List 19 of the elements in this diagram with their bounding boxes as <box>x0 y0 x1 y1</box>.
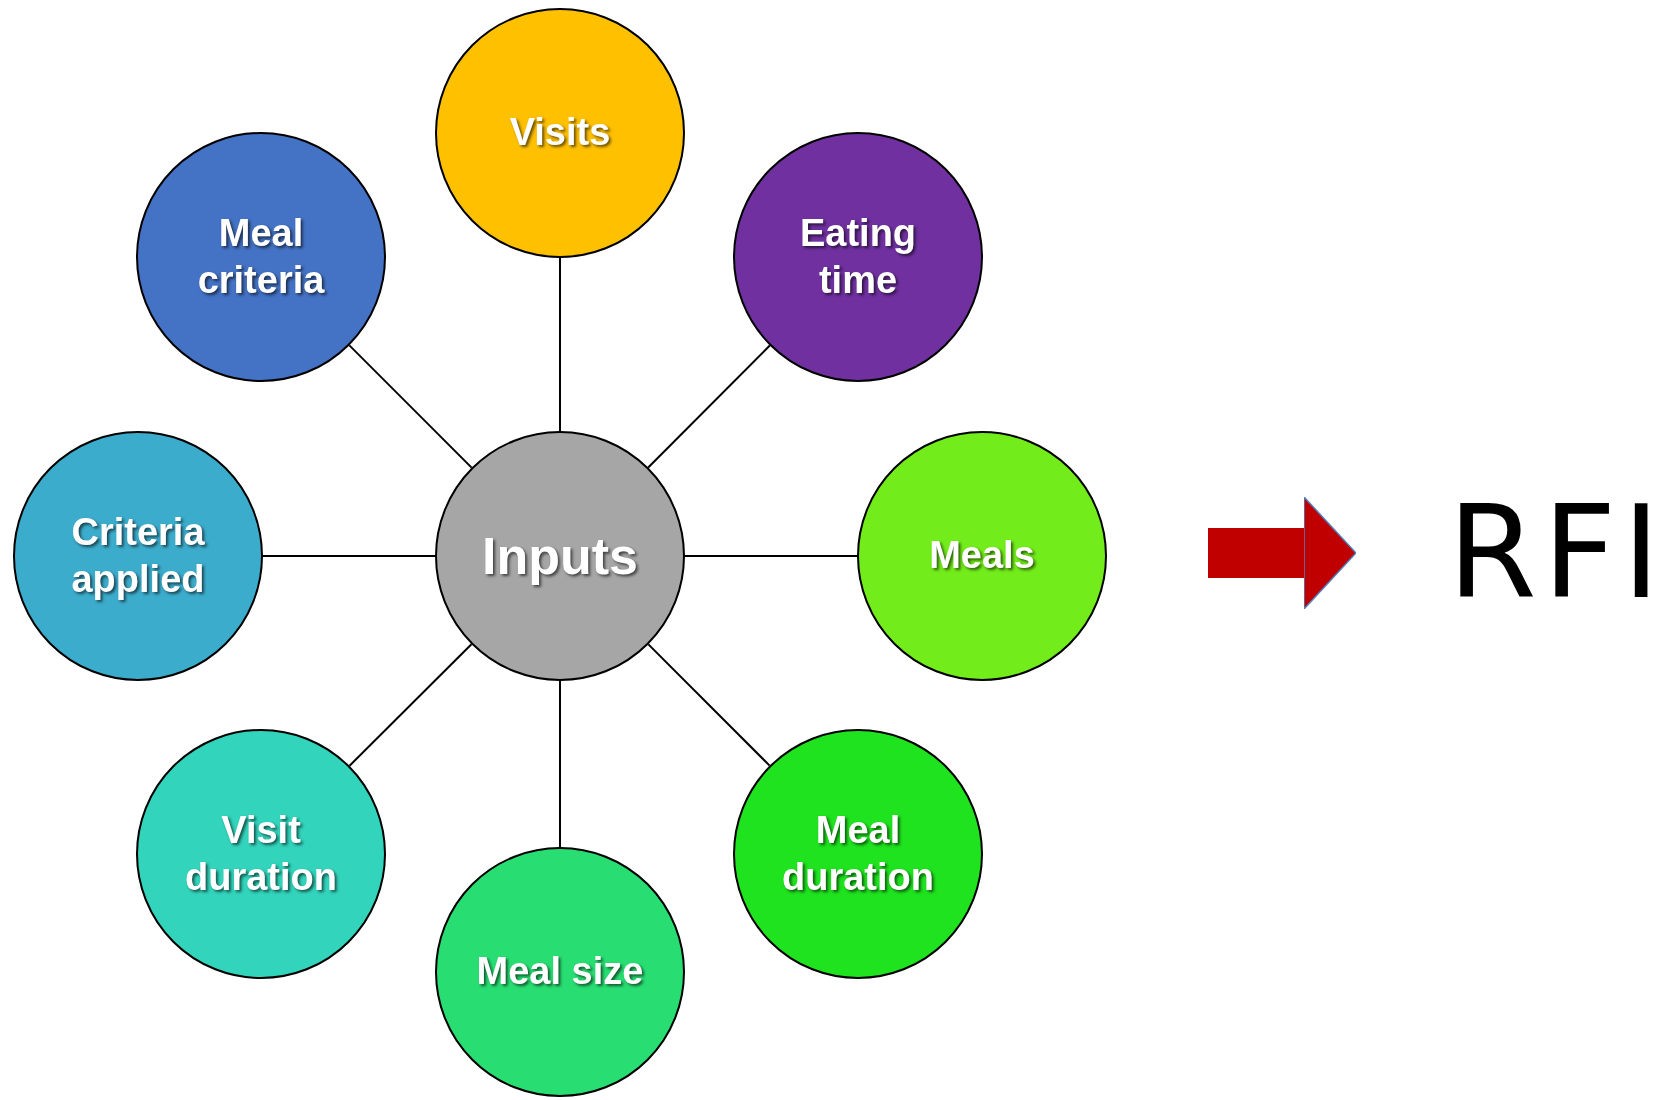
circle-label: Eating time <box>798 210 918 303</box>
connector-line <box>684 555 858 557</box>
connector-line <box>348 643 473 767</box>
connector-line <box>559 680 561 848</box>
connector-line <box>348 344 473 469</box>
connector-line <box>559 257 561 432</box>
circle-label: Inputs <box>481 525 639 587</box>
circle-label: Visits <box>508 110 612 156</box>
result-label: RFI <box>1447 489 1666 617</box>
circle-label: Meal duration <box>781 807 935 900</box>
circle-label: Meals <box>928 533 1036 579</box>
circle-label: Criteria applied <box>70 509 206 602</box>
circle-label: Meal size <box>475 949 645 995</box>
block-arrow <box>1208 496 1357 610</box>
circle-label: Visit duration <box>184 807 338 900</box>
circle-label: Meal criteria <box>196 210 326 303</box>
connector-line <box>647 344 771 469</box>
connector-line <box>262 555 436 557</box>
connector-line <box>647 643 771 767</box>
